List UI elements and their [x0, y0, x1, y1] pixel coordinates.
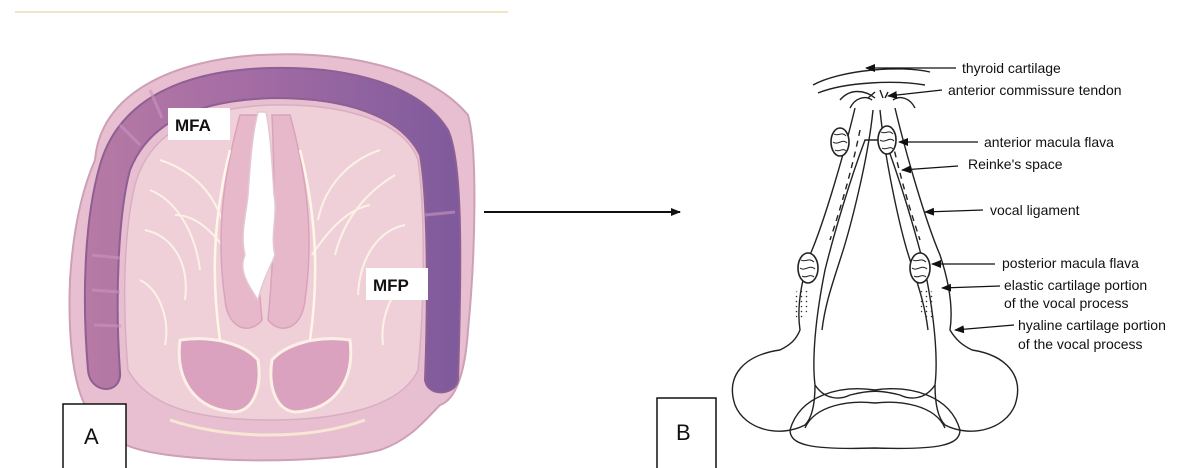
left-arytenoid: [732, 350, 815, 431]
label-posterior-macula-flava: posterior macula flava: [1002, 255, 1139, 271]
panel-a-letter: A: [84, 424, 99, 449]
arrow-vocal-ligament: [925, 210, 983, 212]
right-arytenoid: [935, 350, 1018, 431]
vocal-fold-diagram: [732, 69, 1017, 449]
label-reinkes-space: Reinke's space: [968, 156, 1063, 172]
panel-b-letter: B: [676, 420, 691, 445]
panel-b-tag: B: [657, 398, 716, 468]
label-arrows: [866, 68, 1014, 330]
mfp-label: MFP: [373, 276, 409, 295]
cricoid-cartilage: [790, 389, 960, 449]
mfa-label: MFA: [175, 116, 211, 135]
histology-section: [70, 54, 475, 460]
label-elastic-cartilage-2: of the vocal process: [1004, 295, 1129, 311]
label-elastic-cartilage-1: elastic cartilage portion: [1004, 277, 1147, 293]
anterior-commissure-tendon: [850, 98, 872, 108]
elastic-cartilage-left: [794, 288, 811, 320]
label-hyaline-cartilage-1: hyaline cartilage portion: [1018, 317, 1166, 333]
right-fold-outer: [895, 108, 972, 350]
elastic-cartilage-right: [918, 288, 935, 320]
arrow-anterior-commissure-tendon: [888, 90, 942, 96]
panel-a-tag: A: [63, 404, 126, 468]
label-anterior-commissure-tendon: anterior commissure tendon: [948, 82, 1122, 98]
arrow-elastic-cartilage: [942, 286, 1000, 288]
label-hyaline-cartilage-2: of the vocal process: [1018, 336, 1143, 352]
label-thyroid-cartilage: thyroid cartilage: [962, 60, 1061, 76]
arrow-hyaline-cartilage: [955, 325, 1014, 330]
label-anterior-macula-flava: anterior macula flava: [984, 134, 1114, 150]
label-vocal-ligament: vocal ligament: [990, 202, 1080, 218]
